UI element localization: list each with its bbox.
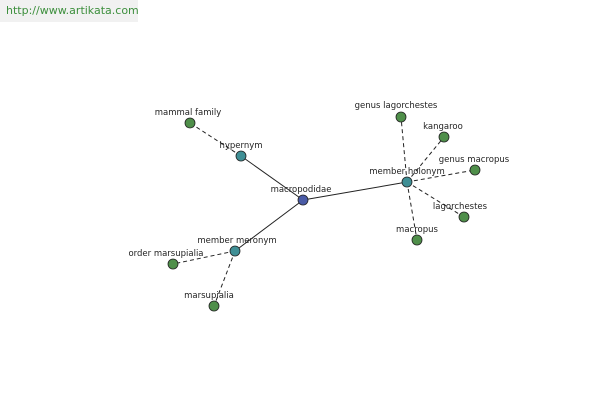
node-genus-lagorchestes[interactable]: [395, 111, 407, 123]
node-label-genus-lagorchestes[interactable]: genus lagorchestes: [355, 101, 438, 111]
edge-member-holonym-to-kangaroo: [406, 136, 445, 183]
node-label-mammal-family[interactable]: mammal family: [155, 108, 222, 118]
node-macropodidae[interactable]: [297, 194, 309, 206]
edge-hypernym-to-mammal-family: [189, 122, 242, 157]
node-label-member-meronym[interactable]: member meronym: [197, 236, 276, 246]
node-label-hypernym[interactable]: hypernym: [219, 141, 262, 151]
node-label-genus-macropus[interactable]: genus macropus: [439, 155, 510, 165]
node-member-holonym[interactable]: [401, 176, 413, 188]
node-mammal-family[interactable]: [184, 117, 196, 129]
edge-member-holonym-to-macropus: [406, 181, 418, 241]
node-lagorchestes[interactable]: [458, 211, 470, 223]
node-macropus[interactable]: [411, 234, 423, 246]
edge-member-meronym-to-order-marsupialia: [172, 250, 236, 265]
edge-macropodidae-to-hypernym: [240, 155, 304, 201]
edge-macropodidae-to-member-meronym: [234, 199, 304, 252]
edge-member-holonym-to-genus-lagorchestes: [400, 116, 408, 183]
edges-layer: [172, 116, 476, 307]
labels-layer: macropodidae hypernym member holonym member…: [128, 101, 509, 301]
node-label-macropodidae[interactable]: macropodidae: [271, 185, 332, 195]
node-marsupialia[interactable]: [208, 300, 220, 312]
edge-member-holonym-to-genus-macropus: [406, 169, 476, 183]
node-member-meronym[interactable]: [229, 245, 241, 257]
node-label-marsupialia[interactable]: marsupialia: [184, 291, 234, 301]
node-order-marsupialia[interactable]: [167, 258, 179, 270]
node-label-member-holonym[interactable]: member holonym: [369, 167, 444, 177]
edge-member-meronym-to-marsupialia: [213, 250, 236, 307]
node-label-macropus[interactable]: macropus: [396, 225, 438, 235]
watermark-url: http://www.artikata.com: [0, 0, 139, 22]
node-hypernym[interactable]: [235, 150, 247, 162]
node-label-order-marsupialia[interactable]: order marsupialia: [128, 249, 203, 259]
node-kangaroo[interactable]: [438, 131, 450, 143]
node-label-lagorchestes[interactable]: lagorchestes: [433, 202, 488, 212]
node-label-kangaroo[interactable]: kangaroo: [423, 122, 463, 132]
nodes-layer: [167, 111, 481, 312]
node-genus-macropus[interactable]: [469, 164, 481, 176]
edge-macropodidae-to-member-holonym: [302, 181, 408, 201]
